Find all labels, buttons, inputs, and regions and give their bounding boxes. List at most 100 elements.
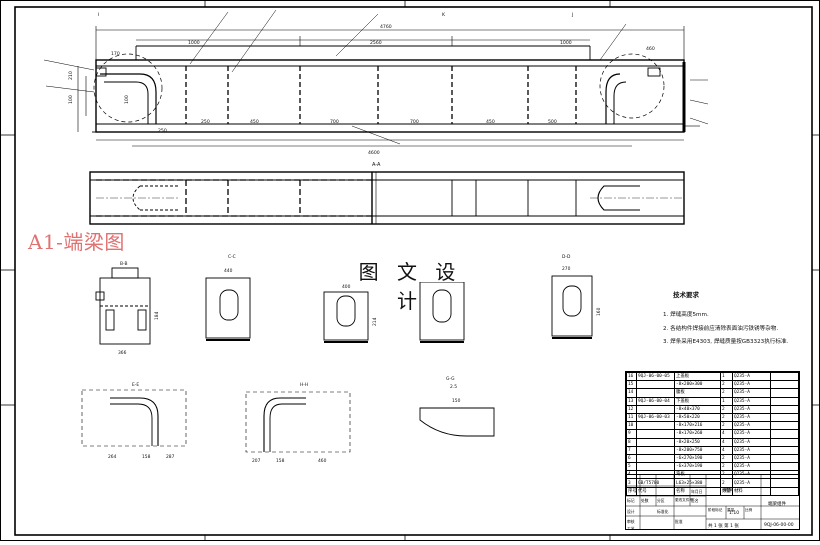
parts-cell: 13 bbox=[626, 396, 637, 406]
dim-b7: 500 bbox=[548, 119, 557, 125]
tb-label-standard: 标准化 bbox=[657, 509, 669, 514]
bend-details bbox=[81, 389, 495, 453]
dim-low1-b: 158 bbox=[142, 454, 151, 460]
dim-det2-w: 440 bbox=[224, 268, 233, 274]
parts-cell: Q235-A bbox=[732, 445, 771, 455]
tb-label-process: 工艺 bbox=[627, 526, 635, 530]
parts-cell: Q235-A bbox=[732, 453, 771, 464]
section-d-d: D-D bbox=[562, 254, 571, 260]
parts-cell: 5 bbox=[626, 462, 637, 472]
parts-cell: 2 bbox=[720, 380, 733, 390]
parts-cell bbox=[636, 388, 675, 398]
parts-cell-blank bbox=[770, 445, 799, 455]
tb-label-approve: 批准 bbox=[675, 519, 683, 524]
tb-label-weight: 重量 bbox=[727, 508, 735, 512]
title-block-lower: 端梁 端梁组件 1:10 共 1 张 第 1 张 9QJ-06-00-00 标记… bbox=[626, 474, 799, 530]
dim-det3-w: 400 bbox=[342, 284, 351, 290]
parts-cell bbox=[636, 445, 675, 455]
section-h-h: H-H bbox=[300, 382, 308, 388]
label-j: J bbox=[571, 12, 573, 18]
parts-cell: 上盖板 bbox=[674, 372, 721, 382]
parts-cell-blank bbox=[770, 412, 799, 423]
parts-cell: 14 bbox=[626, 388, 637, 398]
parts-cell bbox=[636, 437, 675, 447]
parts-cell: Q235-A bbox=[732, 437, 771, 447]
tech-notes: 技术要求 1. 焊缝高度5mm. 2. 各结构件焊接前应清除表面油污铁锈等杂物.… bbox=[663, 289, 813, 352]
parts-cell: -8×50×220 bbox=[674, 412, 721, 423]
parts-cell: 2 bbox=[720, 388, 733, 398]
parts-cell: -6×270×190 bbox=[674, 453, 721, 464]
dim-seg1: 1000 bbox=[188, 40, 200, 46]
watermark: A1-端梁图 bbox=[28, 230, 125, 254]
dim-det1-h: 184 bbox=[154, 311, 160, 320]
label-k: K bbox=[442, 12, 446, 18]
parts-cell: -8×200×300 bbox=[674, 380, 721, 390]
dim-b1: 170 bbox=[111, 51, 120, 57]
dim-seg-right: 460 bbox=[646, 46, 655, 52]
dim-low3-a: 150 bbox=[452, 398, 461, 404]
parts-cell: 2 bbox=[720, 412, 733, 423]
parts-cell: -8×170×260 bbox=[674, 429, 721, 439]
parts-cell: 12 bbox=[626, 404, 637, 414]
bend-dims: 264 158 287 207 158 460 150 2.5 bbox=[108, 384, 461, 464]
dim-overall: 4760 bbox=[380, 24, 392, 30]
parts-cell: 下盖板 bbox=[674, 396, 721, 406]
parts-cell: -8×200×750 bbox=[674, 445, 721, 455]
parts-cell-blank bbox=[770, 380, 799, 390]
tb-label-design: 设计 bbox=[627, 509, 635, 514]
parts-cell: Q235-A bbox=[732, 404, 771, 414]
dim-h3: 100 bbox=[124, 95, 130, 104]
dim-seg2: 2560 bbox=[370, 40, 382, 46]
parts-cell bbox=[636, 462, 675, 472]
dim-seg3: 1000 bbox=[560, 40, 572, 46]
dim-b4: 700 bbox=[330, 119, 339, 125]
plan-view-a-a bbox=[89, 171, 685, 225]
dim-low2-a: 207 bbox=[252, 458, 261, 464]
parts-cell-blank bbox=[770, 372, 799, 382]
section-b-b: B-B bbox=[120, 261, 127, 267]
section-a-a: A-A bbox=[372, 162, 381, 168]
dim-b3: 450 bbox=[250, 119, 259, 125]
front-elevation bbox=[43, 9, 709, 147]
parts-cell: Q235-A bbox=[732, 412, 771, 423]
parts-cell: 2 bbox=[720, 421, 733, 431]
parts-cell: 10 bbox=[626, 421, 637, 431]
parts-cell: 4 bbox=[720, 437, 733, 447]
tb-drawing-name: 端梁 bbox=[724, 488, 733, 493]
parts-cell: 1 bbox=[720, 396, 733, 406]
parts-cell bbox=[636, 421, 675, 431]
parts-cell-blank bbox=[770, 486, 799, 496]
section-e-e: E-E bbox=[132, 382, 139, 388]
parts-cell-blank bbox=[770, 462, 799, 472]
inner-frame bbox=[14, 6, 813, 536]
dim-low2-b: 158 bbox=[276, 458, 285, 464]
title-block-grid bbox=[626, 475, 799, 529]
parts-cell: 4 bbox=[720, 429, 733, 439]
parts-cell: 7 bbox=[626, 445, 637, 455]
center-title: 图 文 设 计 bbox=[340, 256, 480, 313]
parts-cell: 2 bbox=[720, 462, 733, 472]
tech-note-3: 3. 焊条采用E4303, 焊缝质量按GB3323执行标准. bbox=[663, 339, 789, 345]
parts-cell: 9QJ-06-00-04 bbox=[636, 396, 675, 406]
front-dims: 4760 1000 2560 1000 460 170 250 450 700 … bbox=[68, 12, 655, 156]
parts-cell: 2 bbox=[720, 404, 733, 414]
parts-cell-blank bbox=[770, 453, 799, 464]
parts-cell: 9QJ-06-00-03 bbox=[636, 412, 675, 423]
dim-low2-c: 460 bbox=[318, 458, 327, 464]
parts-cell bbox=[636, 380, 675, 390]
parts-cell: Q235-A bbox=[732, 380, 771, 390]
parts-cell: 2 bbox=[720, 453, 733, 464]
parts-cell: 腹板 bbox=[674, 388, 721, 398]
parts-cell: 15 bbox=[626, 380, 637, 390]
tech-notes-title: 技术要求 bbox=[673, 291, 699, 299]
label-i: I bbox=[98, 12, 99, 18]
dim-b8: 250 bbox=[158, 128, 167, 134]
dim-low1-c: 287 bbox=[166, 454, 175, 460]
